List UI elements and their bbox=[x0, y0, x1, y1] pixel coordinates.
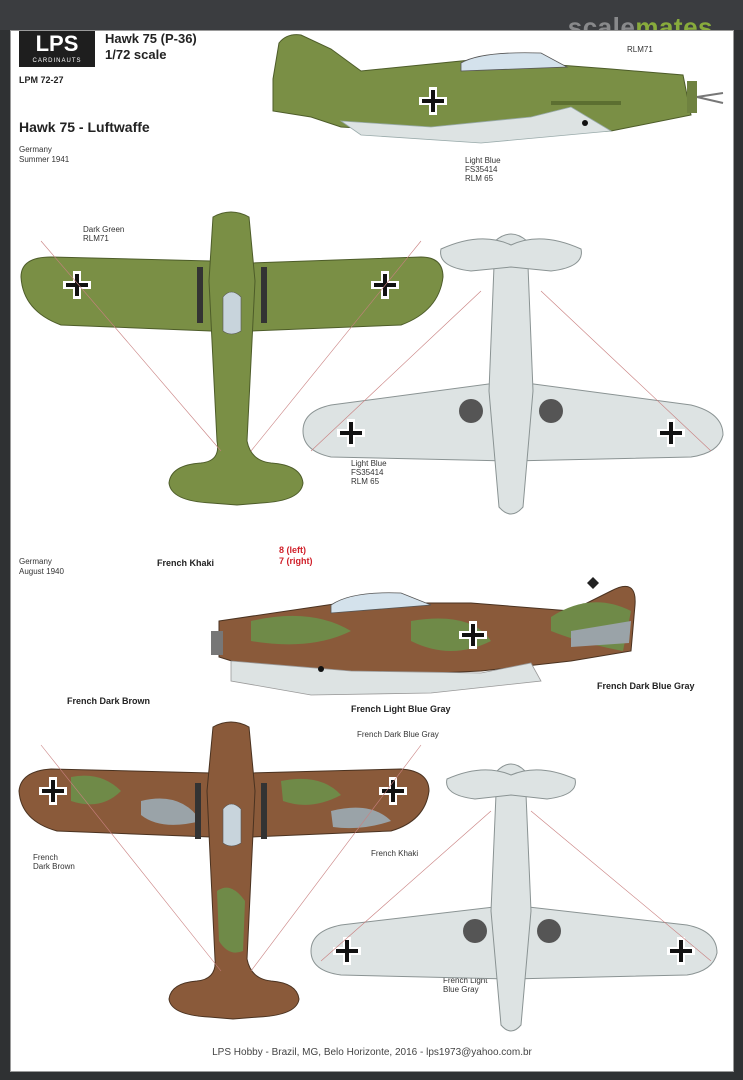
scheme2-top-plan bbox=[18, 721, 430, 1020]
label-code-left: 8 (left) bbox=[279, 545, 306, 555]
label-plan-french: French bbox=[33, 853, 58, 862]
label-plan-khaki: French Khaki bbox=[371, 849, 419, 858]
scheme1-location: Germany bbox=[19, 145, 52, 154]
scheme1-top-plan bbox=[20, 211, 444, 506]
kit-scale: 1/72 scale bbox=[105, 47, 167, 62]
label-under-light-blue: Light Blue bbox=[351, 459, 387, 468]
leader-lines bbox=[40, 240, 712, 972]
aircraft-drawings bbox=[18, 34, 724, 1032]
label-plan-dark-green: Dark Green bbox=[83, 225, 125, 234]
decal-sheet: LPS CARDINAUTS LPM 72-27 Hawk 75 (P-36) … bbox=[10, 30, 734, 1072]
section-title: Hawk 75 - Luftwaffe bbox=[19, 119, 150, 135]
label-under-fs35414: FS35414 bbox=[351, 468, 384, 477]
label-french-dark-blue-gray: French Dark Blue Gray bbox=[597, 681, 695, 691]
label-french-khaki: French Khaki bbox=[157, 558, 215, 568]
lps-logo: LPS CARDINAUTS bbox=[19, 31, 95, 67]
label-light-blue-2: FS35414 bbox=[465, 165, 498, 174]
scheme2-underside bbox=[310, 763, 718, 1032]
scheme2-side-profile bbox=[211, 577, 636, 696]
scheme2-location: Germany bbox=[19, 557, 52, 566]
label-plan-dark-blue-gray: French Dark Blue Gray bbox=[357, 730, 439, 739]
label-french-light-blue-gray: French Light Blue Gray bbox=[351, 704, 451, 714]
label-under-blue-gray: Blue Gray bbox=[443, 985, 479, 994]
label-plan-rlm71: RLM71 bbox=[83, 234, 109, 243]
top-bar bbox=[0, 0, 743, 30]
footer-credit: LPS Hobby - Brazil, MG, Belo Horizonte, … bbox=[212, 1047, 532, 1058]
label-code-right: 7 (right) bbox=[279, 556, 313, 566]
scheme1-underside bbox=[302, 233, 724, 515]
scheme2-date: August 1940 bbox=[19, 567, 64, 576]
label-french-dark-brown: French Dark Brown bbox=[67, 696, 151, 706]
label-light-blue-3: RLM 65 bbox=[465, 174, 494, 183]
scheme1-date: Summer 1941 bbox=[19, 155, 70, 164]
scheme1-side-profile bbox=[272, 34, 724, 144]
product-code: LPM 72-27 bbox=[19, 75, 64, 85]
label-plan-dark-brown: Dark Brown bbox=[33, 862, 75, 871]
label-rlm71-side: RLM71 bbox=[627, 45, 653, 54]
label-under-rlm65: RLM 65 bbox=[351, 477, 380, 486]
kit-title: Hawk 75 (P-36) bbox=[105, 31, 197, 46]
label-under-french-light: French Light bbox=[443, 976, 488, 985]
label-light-blue-1: Light Blue bbox=[465, 156, 501, 165]
